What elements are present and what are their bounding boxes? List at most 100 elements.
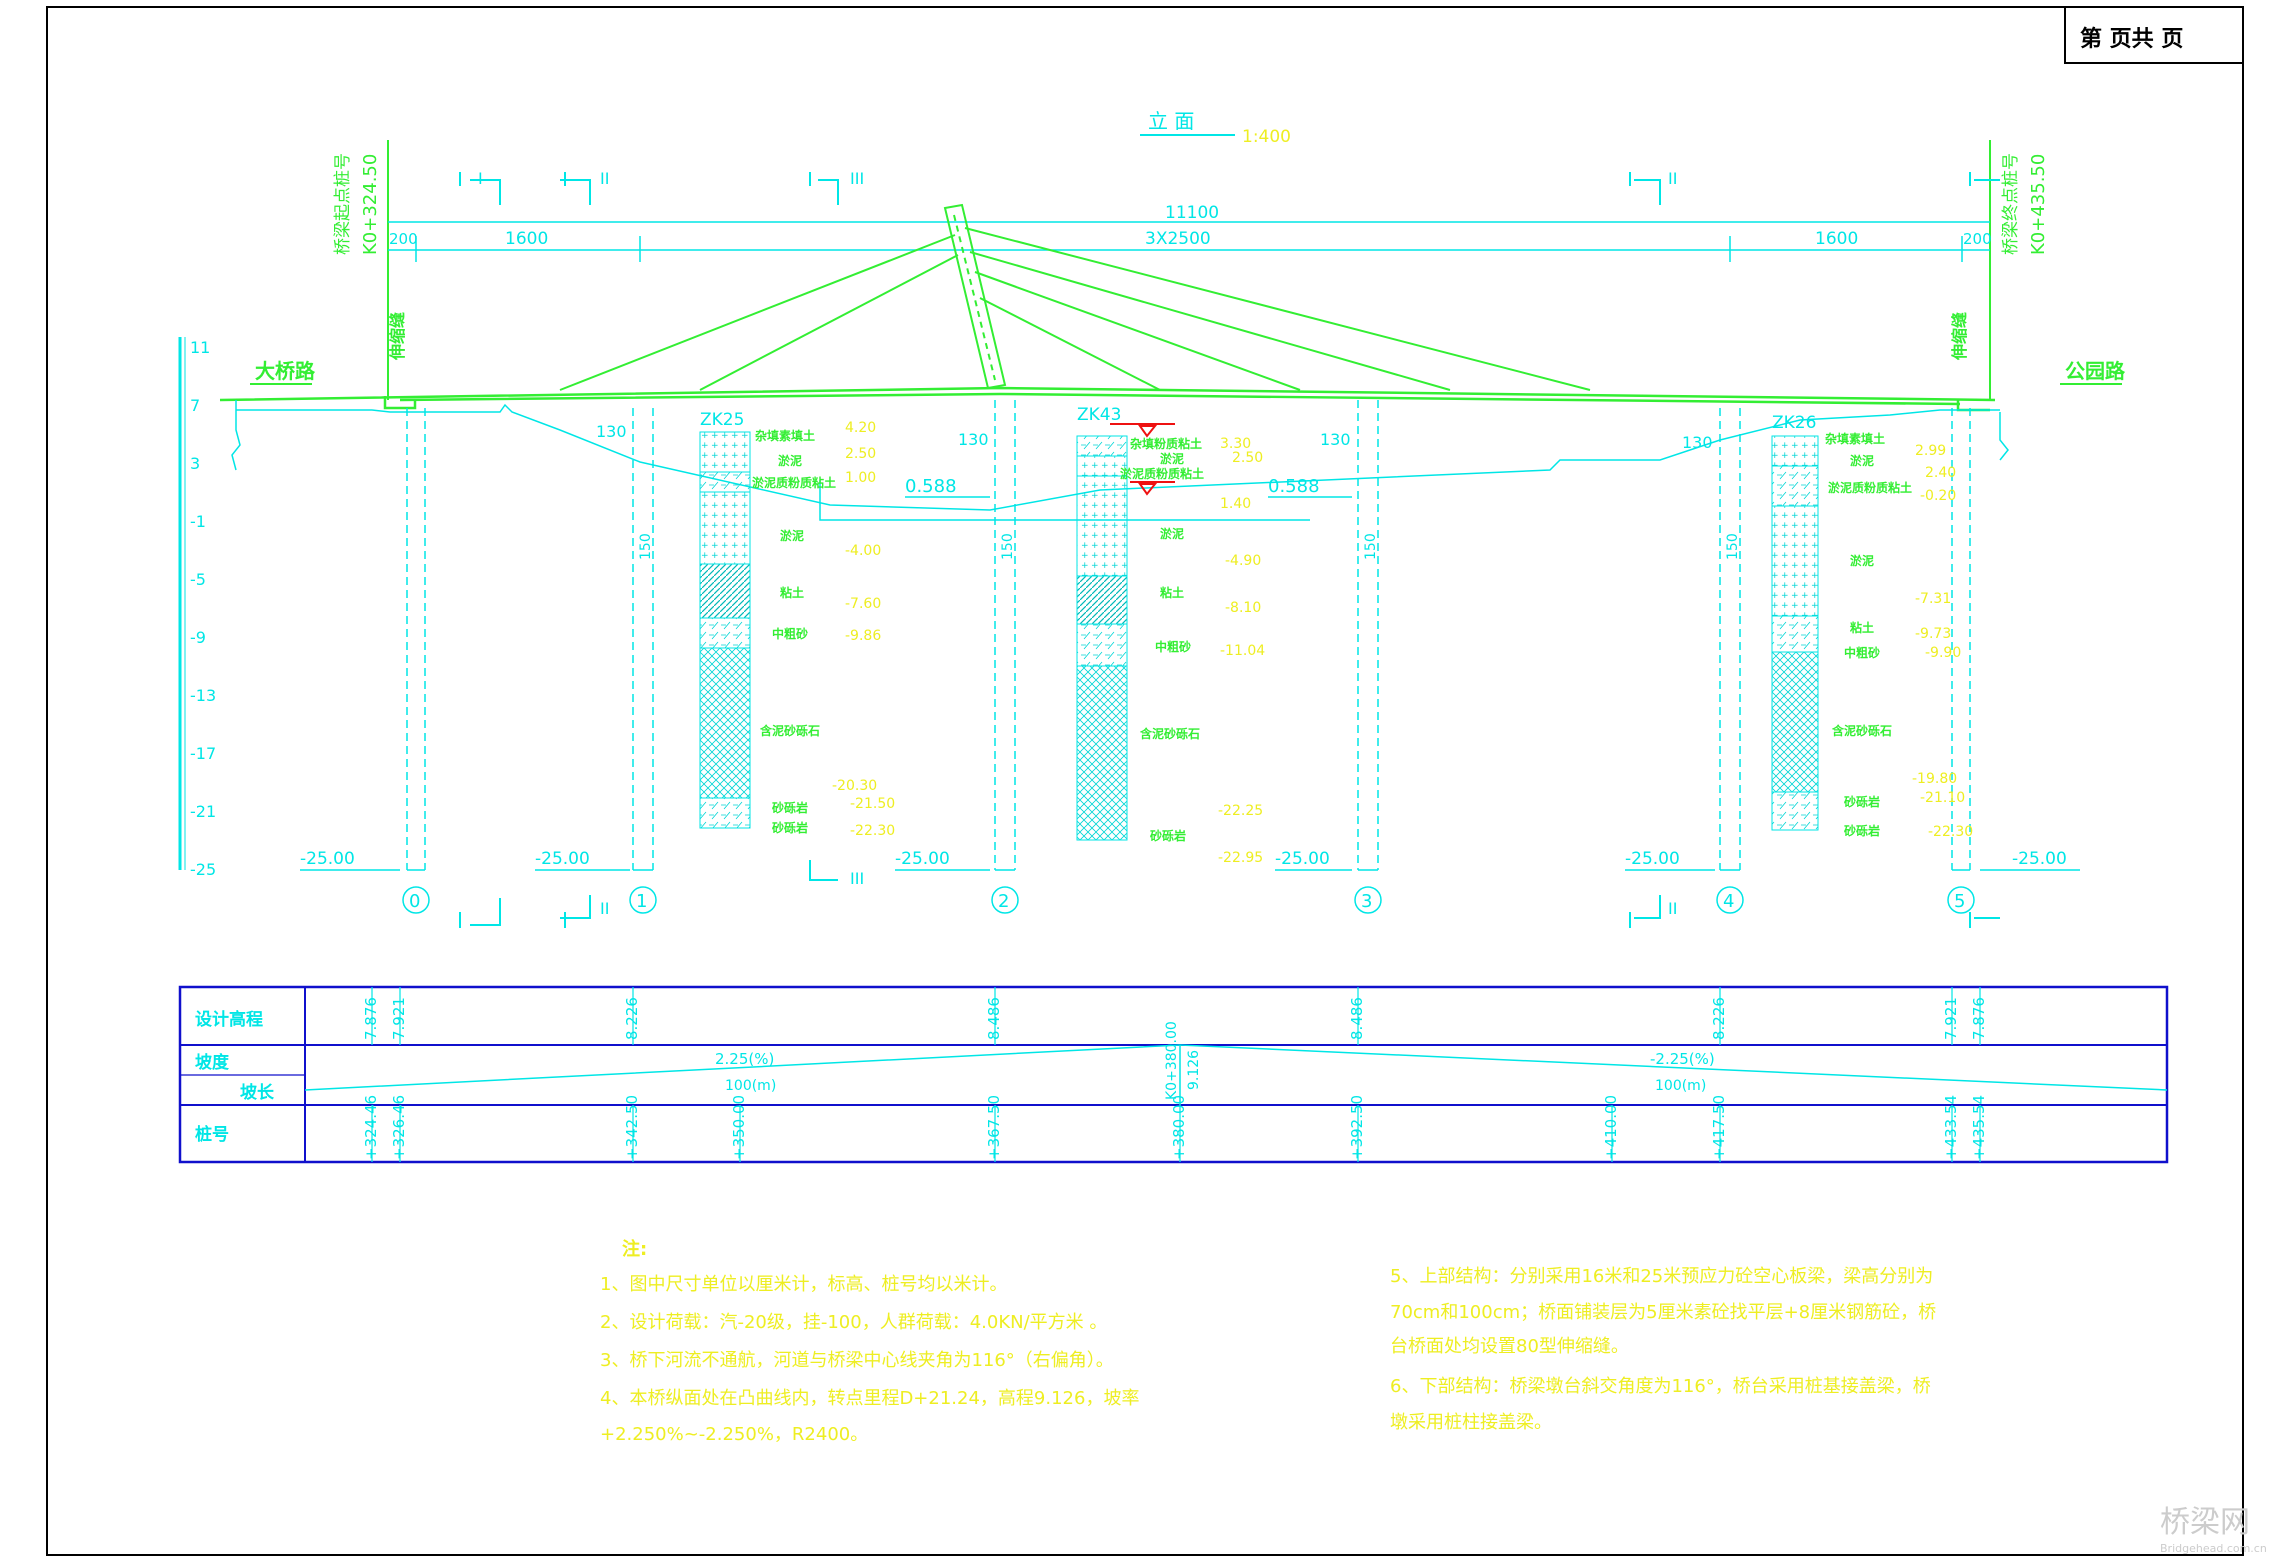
svg-text:-0.20: -0.20: [1920, 488, 1956, 504]
zk26-layer-names: 杂填素填土 淤泥 淤泥质粉质粘土 淤泥 粘土 中粗砂 含泥砂砾石 砂砾岩 砂砾岩: [1825, 431, 1912, 838]
elev-tick-m5: -5: [190, 570, 206, 589]
svg-text:粘土: 粘土: [1850, 620, 1874, 635]
svg-text:-9.86: -9.86: [845, 628, 881, 644]
svg-text:8.226: 8.226: [623, 997, 641, 1040]
vertex-elev: 9.126: [1186, 1050, 1202, 1090]
svg-text:7.876: 7.876: [1970, 997, 1988, 1040]
dim-total: 11100: [1165, 203, 1219, 223]
watermark-url: Bridgehead.com.cn: [2160, 1542, 2267, 1555]
dim-left-200: 200: [389, 230, 418, 248]
length-right-text: 100(m): [1655, 1078, 1706, 1094]
svg-text:+392.50: +392.50: [1348, 1095, 1366, 1160]
profile-table: [178, 985, 2169, 1164]
pile-tip-0: -25.00: [300, 849, 355, 869]
dim-130-4: 130: [1682, 433, 1713, 452]
elev-tick-11: 11: [190, 338, 210, 357]
svg-text:7.921: 7.921: [390, 997, 408, 1040]
svg-text:2.50: 2.50: [845, 446, 876, 462]
note-2: 2、设计荷载：汽-20级，挂-100，人群荷载：4.0KN/平方米 。: [600, 1312, 1107, 1333]
svg-text:-4.90: -4.90: [1225, 553, 1261, 569]
slope-value-right: 0.588: [1268, 476, 1320, 497]
table-stations: +324.46 +326.46 +342.50 +350.00 +367.50 …: [362, 1095, 1988, 1160]
right-road-name: 公园路: [2065, 359, 2126, 383]
borehole-id-zk25: ZK25: [700, 410, 744, 430]
svg-text:-22.95: -22.95: [1218, 850, 1263, 866]
borehole-zk43: ZK43: [1076, 405, 1128, 841]
end-station-label: 桥梁终点桩号: [2001, 153, 2021, 255]
svg-text:-7.31: -7.31: [1915, 591, 1951, 607]
svg-text:中粗砂: 中粗砂: [1844, 645, 1880, 660]
dim-150-2: 150: [1000, 533, 1016, 560]
svg-text:-22.30: -22.30: [1928, 824, 1973, 840]
pier-numbers: [402, 886, 1975, 914]
svg-text:1.00: 1.00: [845, 470, 876, 486]
ground-line: [231, 400, 2009, 521]
table-elevations: 7.876 7.921 8.226 8.486 8.486 8.226 7.92…: [362, 997, 1988, 1040]
svg-text:+433.54: +433.54: [1942, 1095, 1960, 1160]
svg-text:-21.10: -21.10: [1920, 790, 1965, 806]
water-level-marks: [1110, 423, 1175, 496]
zk26-depths: 2.99 2.40 -0.20 -7.31 -9.73 -9.90 -19.80…: [1912, 443, 1973, 840]
section-II-top-right: II: [1668, 169, 1677, 188]
dim-150-1: 150: [638, 533, 654, 560]
dim-right-200: 200: [1963, 230, 1992, 248]
svg-text:2.50: 2.50: [1232, 450, 1263, 466]
svg-text:+324.46: +324.46: [362, 1095, 380, 1160]
svg-text:-22.25: -22.25: [1218, 803, 1263, 819]
svg-text:粘土: 粘土: [780, 585, 804, 600]
section-III-top: III: [850, 169, 864, 188]
slope-left-text: 2.25(%): [715, 1050, 774, 1068]
svg-text:1.40: 1.40: [1220, 496, 1251, 512]
note-1: 1、图中尺寸单位以厘米计，标高、桩号均以米计。: [600, 1274, 1007, 1295]
svg-text:7.876: 7.876: [362, 997, 380, 1040]
svg-text:+380.00: +380.00: [1170, 1095, 1188, 1160]
slope-value-left: 0.588: [905, 476, 957, 497]
end-station-value: K0+435.50: [2028, 154, 2049, 255]
note-5: 5、上部结构：分别采用16米和25米预应力砼空心板梁，梁高分别为: [1390, 1266, 1933, 1287]
pile-tip-1: -25.00: [535, 849, 590, 869]
pile-tip-5: -25.00: [2012, 849, 2067, 869]
elev-tick-m21: -21: [190, 802, 216, 821]
notes: 注: 1、图中尺寸单位以厘米计，标高、桩号均以米计。 2、设计荷载：汽-20级，…: [600, 1238, 1936, 1445]
elev-tick-3: 3: [190, 454, 200, 473]
row-label-slope-length: 坡长: [240, 1082, 275, 1103]
borehole-zk25: ZK25: [699, 410, 751, 829]
pile-tip-2: -25.00: [895, 849, 950, 869]
section-II-bottom: II: [600, 899, 609, 918]
svg-text:-11.04: -11.04: [1220, 643, 1265, 659]
row-label-design-elev: 设计高程: [195, 1009, 263, 1030]
pier-4: 4: [1723, 891, 1734, 912]
row-label-station: 桩号: [195, 1124, 229, 1145]
drawing-title: 立 面: [1148, 109, 1194, 133]
elev-tick-m17: -17: [190, 744, 216, 763]
svg-text:-22.30: -22.30: [850, 823, 895, 839]
svg-text:砂砾岩: 砂砾岩: [1843, 794, 1880, 809]
section-III-bottom: III: [850, 869, 864, 888]
pier-5: 5: [1954, 891, 1965, 912]
svg-text:-9.90: -9.90: [1925, 645, 1961, 661]
notes-heading: 注:: [622, 1238, 647, 1260]
svg-text:+435.54: +435.54: [1970, 1095, 1988, 1160]
row-label-slope: 坡度: [195, 1052, 230, 1073]
svg-text:淤泥: 淤泥: [1160, 526, 1184, 541]
length-left-text: 100(m): [725, 1078, 776, 1094]
elev-tick-m1: -1: [190, 512, 206, 531]
svg-text:杂填素填土: 杂填素填土: [1825, 431, 1885, 446]
note-5b: 70cm和100cm；桥面铺装层为5厘米素砼找平层+8厘米钢筋砼，桥: [1390, 1302, 1936, 1323]
svg-text:+367.50: +367.50: [985, 1095, 1003, 1160]
svg-text:-21.50: -21.50: [850, 796, 895, 812]
note-4b: +2.250%~-2.250%，R2400。: [600, 1424, 868, 1445]
svg-text:淤泥质粉质粘土: 淤泥质粉质粘土: [1828, 480, 1912, 495]
svg-text:7.921: 7.921: [1942, 997, 1960, 1040]
drawing-frame: [46, 6, 2244, 1556]
svg-text:-9.73: -9.73: [1915, 626, 1951, 642]
svg-text:-4.00: -4.00: [845, 543, 881, 559]
pier-0: 0: [409, 891, 420, 912]
elev-tick-m9: -9: [190, 628, 206, 647]
dim-middle: 3X2500: [1145, 229, 1211, 249]
watermark-logo: 桥梁网: [2160, 1505, 2250, 1540]
pile-tip-4: -25.00: [1625, 849, 1680, 869]
note-6: 6、下部结构：桥梁墩台斜交角度为116°，桥台采用桩基接盖梁，桥: [1390, 1376, 1931, 1397]
left-road-name: 大桥路: [255, 359, 316, 383]
